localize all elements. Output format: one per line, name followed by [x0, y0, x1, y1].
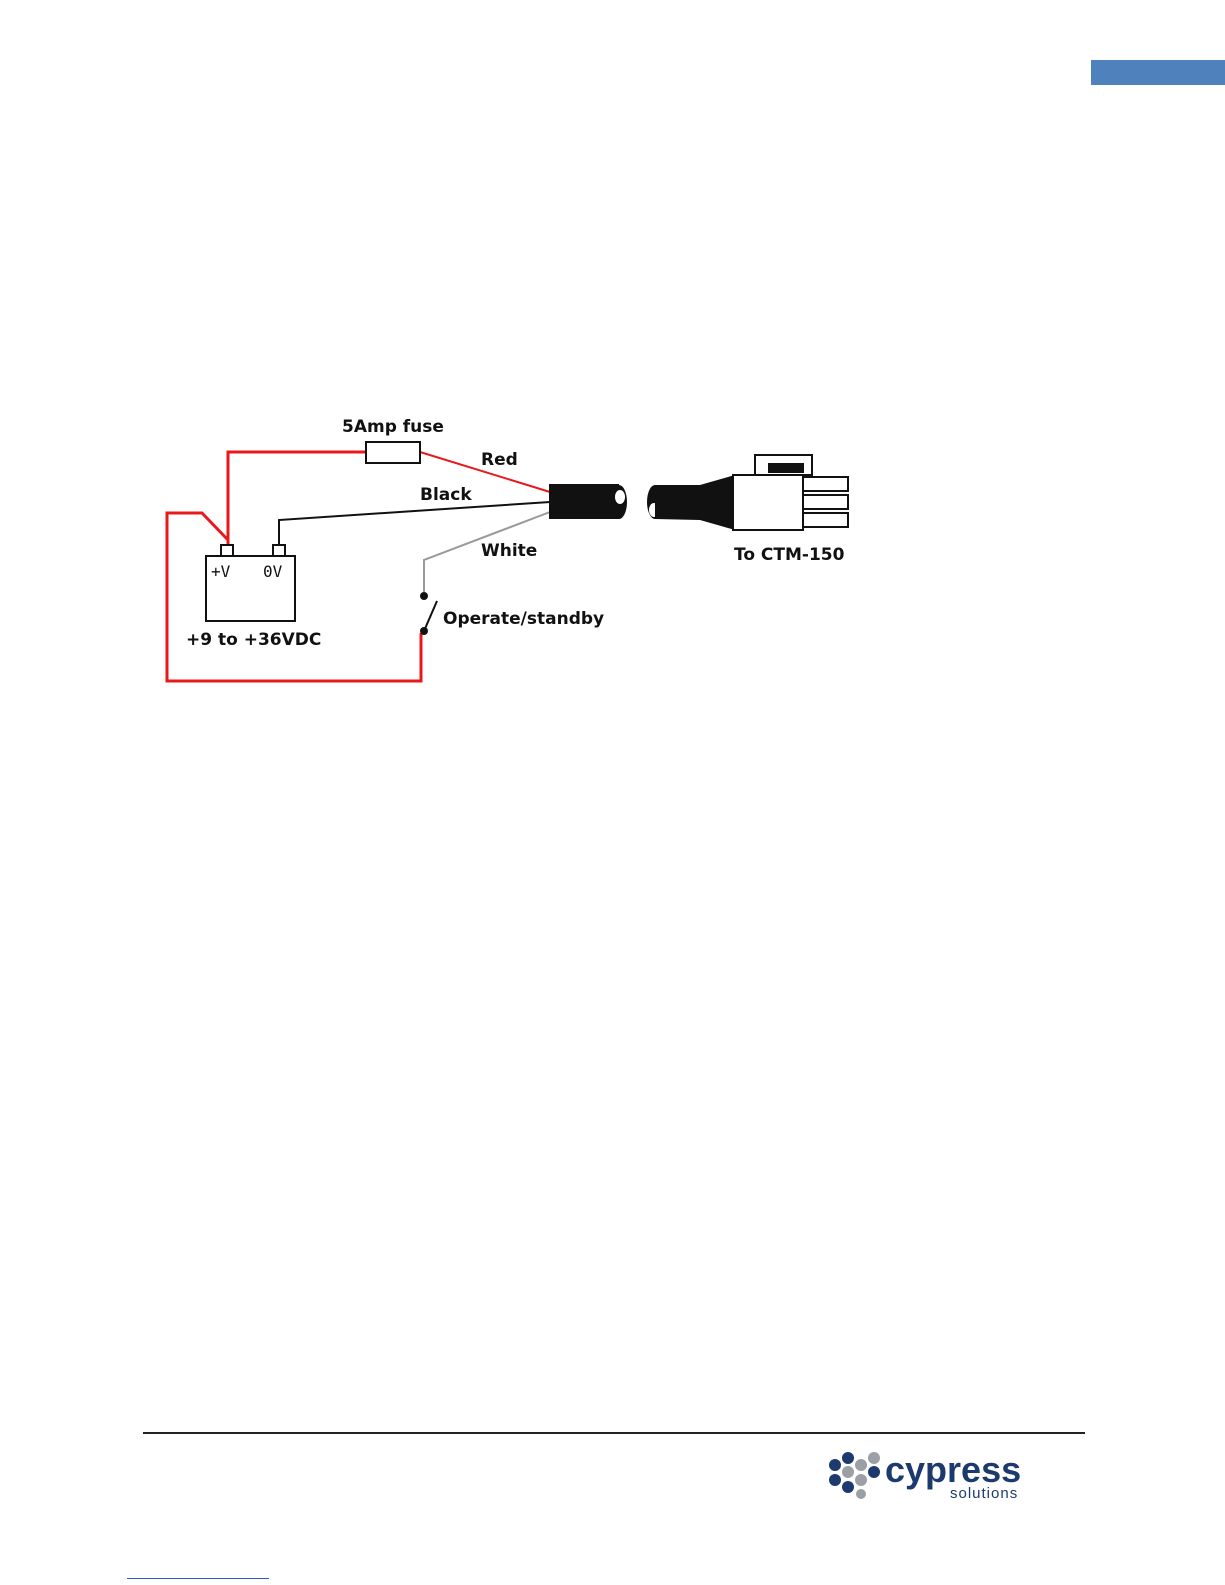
cable-end-left: [549, 484, 619, 519]
battery-terminal-neg: [273, 545, 285, 556]
logo-subtitle: solutions: [950, 1485, 1018, 1500]
switch-lever: [424, 601, 437, 631]
logo-wordmark: cypress: [885, 1450, 1021, 1490]
battery-terminal-pos: [221, 545, 233, 556]
black-wire-label: Black: [420, 485, 472, 505]
connector-pin-row-3: [803, 513, 848, 527]
connector-body: [733, 475, 803, 530]
hexagon-cluster-icon: [829, 1452, 880, 1499]
connector-latch-inner: [768, 463, 804, 473]
switch-contact-top: [420, 592, 428, 600]
switch-label: Operate/standby: [443, 609, 604, 629]
cypress-solutions-logo: cypress solutions: [825, 1450, 1085, 1500]
footer-divider: [143, 1432, 1085, 1434]
red-wire-label: Red: [481, 450, 518, 470]
red-wire-to-fuse: [228, 452, 366, 553]
battery-negative-label: 0V: [263, 562, 283, 581]
bottom-link-underline: [127, 1578, 269, 1579]
connector-pin-row-2: [803, 495, 848, 509]
connector-label: To CTM-150: [734, 545, 845, 565]
white-wire-label: White: [481, 541, 537, 561]
cable-end-right: [655, 475, 735, 530]
cable-break-left-hole: [615, 490, 625, 504]
connector-pin-row-1: [803, 477, 848, 491]
battery-range-label: +9 to +36VDC: [186, 630, 321, 650]
fuse-label: 5Amp fuse: [342, 417, 444, 437]
battery-positive-label: +V: [211, 562, 231, 581]
fuse-symbol: [366, 442, 420, 463]
